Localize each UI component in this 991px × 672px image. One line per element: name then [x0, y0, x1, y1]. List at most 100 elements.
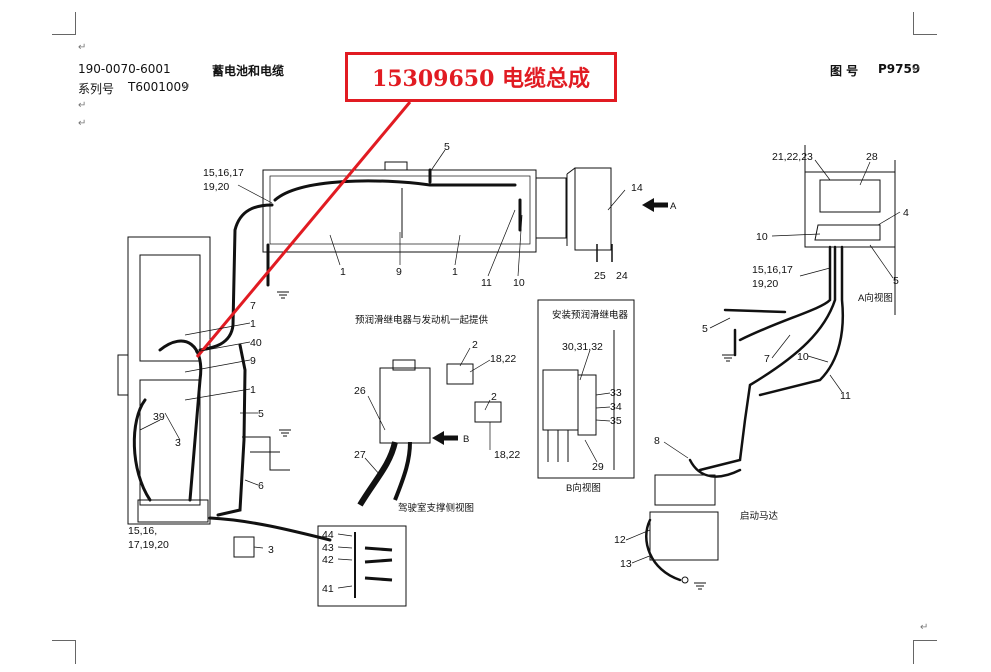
caption-cab-view: 驾驶室支撑侧视图: [398, 502, 474, 514]
crop-mark-bl-v: [75, 640, 76, 664]
battery-box-handle: [384, 161, 408, 171]
para-mark: ↵: [182, 82, 191, 93]
leader: [663, 441, 689, 459]
leader: [184, 322, 251, 336]
crop-mark-br-v: [913, 640, 914, 664]
starter-motor: [649, 511, 719, 561]
a-view-bus: [814, 224, 881, 241]
battery-left-lower: [139, 379, 201, 506]
leader: [194, 341, 251, 353]
figure-label: 图 号: [830, 64, 859, 78]
part-label: 10: [797, 351, 809, 363]
part-label: 6: [258, 480, 264, 492]
doc-number: 190-0070-6001: [78, 62, 171, 76]
part-label: 41: [322, 583, 334, 595]
part-label: 1: [340, 266, 346, 278]
view-marker-a: A: [670, 201, 677, 212]
part-label: 7: [764, 353, 770, 365]
relay-assembly: [379, 367, 431, 444]
part-label: 34: [610, 401, 622, 413]
cable-to-terminal: [208, 516, 332, 542]
leader: [164, 412, 181, 441]
a-view-relays: [819, 179, 881, 213]
crop-mark-tr-v: [913, 12, 914, 34]
battery-left-upper: [139, 254, 201, 362]
starter-upper: [654, 474, 716, 506]
leader: [364, 457, 381, 476]
para-mark: ↵: [78, 100, 87, 111]
leader: [584, 439, 598, 463]
leader: [579, 349, 591, 381]
a-view-box: [804, 171, 896, 248]
leader: [484, 399, 491, 411]
leader: [337, 546, 353, 549]
cable-11: [698, 245, 837, 472]
arrow-a-head: [642, 198, 654, 212]
crop-mark-br-h: [913, 640, 937, 641]
leader: [329, 234, 341, 266]
cable-27b: [393, 441, 412, 501]
part-label: 10: [756, 231, 768, 243]
part-label: 29: [592, 461, 604, 473]
part-label: 21,22,23: [772, 151, 813, 163]
battery-box-latch: [117, 354, 129, 396]
relay-wires-b: [547, 430, 569, 462]
ground-lug: [681, 576, 689, 584]
part-label: 2: [491, 391, 497, 403]
para-mark: ↵: [920, 622, 929, 633]
cable-27: [357, 441, 398, 507]
crop-mark-tr-h: [913, 34, 937, 35]
part-label: 42: [322, 554, 334, 566]
part-label: 25: [594, 270, 606, 282]
cable-39: [132, 398, 152, 502]
part-label: 13: [620, 558, 632, 570]
leader: [253, 546, 264, 549]
leader: [337, 533, 353, 537]
leader: [814, 159, 831, 181]
part-label: 35: [610, 415, 622, 427]
part-label: 19,20: [752, 278, 778, 290]
leader: [454, 234, 461, 266]
cover-plate-14: [574, 167, 612, 251]
part-label: 39: [153, 411, 165, 423]
part-label: 1: [452, 266, 458, 278]
cable-10: [758, 245, 845, 397]
leader: [517, 214, 523, 277]
part-label: 5: [893, 275, 899, 287]
caption-pre-lube-relay: 预润滑继电器与发动机一起提供: [355, 314, 489, 326]
relay-cap: [392, 359, 416, 371]
battery-box-base: [137, 499, 209, 523]
bracket-6: [242, 436, 290, 471]
ground-icon: [277, 291, 289, 299]
caption-install-relay: 安装预润滑继电器: [552, 309, 629, 321]
part-label: 28: [866, 151, 878, 163]
leader: [595, 392, 611, 396]
part-label: 12: [614, 534, 626, 546]
clamp-3: [233, 536, 255, 558]
part-label: 3: [175, 437, 181, 449]
part-label: 5: [702, 323, 708, 335]
part-label: 1: [250, 384, 256, 396]
part-label: 5: [444, 141, 450, 153]
leader: [487, 209, 516, 277]
leader: [631, 554, 653, 564]
series-label: 系列号: [78, 82, 115, 96]
leader: [459, 347, 471, 367]
caption-start-motor: 启动马达: [740, 510, 779, 522]
leader: [244, 479, 259, 486]
cable-5-r: [723, 308, 787, 314]
leader: [771, 334, 791, 359]
para-mark: ↵: [78, 118, 87, 129]
callout-leader: [195, 101, 412, 358]
part-label: 27: [354, 449, 366, 461]
cable-main-left: [198, 203, 274, 352]
leader: [625, 529, 651, 541]
part-label: 17,19,20: [128, 539, 169, 551]
cable-5-down: [216, 343, 247, 517]
leader: [337, 585, 353, 589]
part-label: 3: [268, 544, 274, 556]
ground-icon: [279, 429, 291, 437]
part-label: 9: [250, 355, 256, 367]
part-label: 11: [840, 390, 851, 402]
